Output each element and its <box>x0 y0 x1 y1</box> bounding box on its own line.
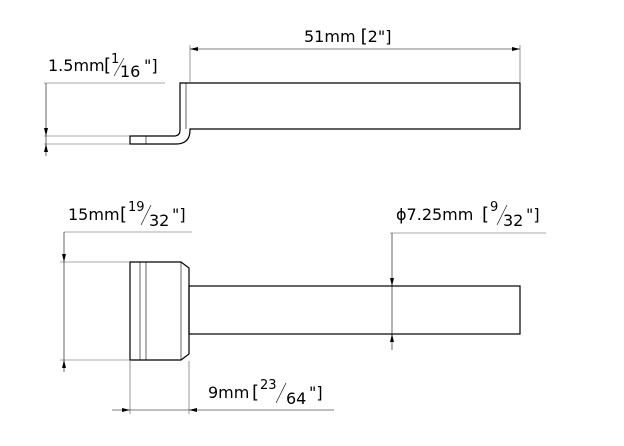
shaft-diameter-fraction-bar <box>496 204 508 226</box>
front-view: 15mm [ 19 32 "] ϕ7.25mm [ 9 32 "] 9mm [ … <box>60 196 546 414</box>
bent-tab-outline <box>129 82 521 145</box>
head-diameter-label: 15mm [ 19 32 "] <box>68 196 186 230</box>
length-arrow-left <box>190 47 198 51</box>
shaft-diameter-label: ϕ7.25mm [ 9 32 "] <box>396 196 540 230</box>
head-len-arrow-right <box>189 408 197 412</box>
plate-thickness-fraction-bar <box>113 57 125 77</box>
shaft-outline <box>188 285 521 335</box>
overall-length-label: 51mm [2"] <box>304 26 391 47</box>
thickness-arrow-top <box>44 128 48 136</box>
head-dia-arrow-bottom <box>62 360 66 368</box>
thickness-arrow-bottom <box>44 144 48 152</box>
shaft-dia-arrow-bottom <box>390 334 394 342</box>
head-outline <box>129 261 190 361</box>
length-arrow-right <box>512 47 520 51</box>
side-view: 51mm [2"] 1.5mm [ 1 16 "] <box>44 26 521 156</box>
head-length-fraction-bar <box>275 382 287 404</box>
head-len-arrow-left <box>122 408 130 412</box>
shaft-dia-arrow-top <box>390 278 394 286</box>
head-diameter-fraction-bar <box>140 204 152 226</box>
plate-thickness-label: 1.5mm [ 1 16 "] <box>48 48 158 81</box>
head-length-label: 9mm [ 23 64 "] <box>208 374 323 408</box>
head-dia-arrow-top <box>62 254 66 262</box>
